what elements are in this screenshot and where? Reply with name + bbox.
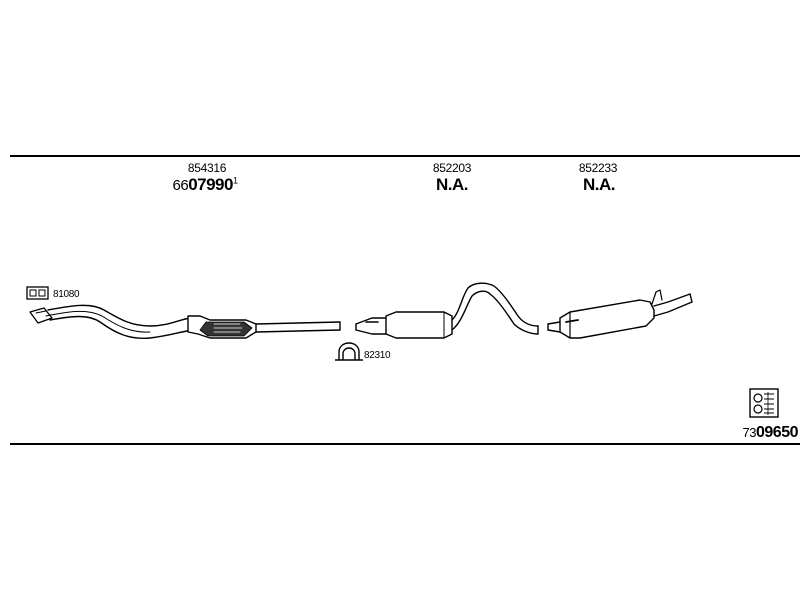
reference-code-prefix: 73 — [742, 425, 757, 440]
front-pipe-with-catalyst — [29, 304, 341, 339]
code-rear: N.A. — [583, 175, 616, 194]
code-front-main: 07990 — [188, 175, 233, 194]
reference-code: 7309650 — [742, 424, 799, 442]
reference-icon — [749, 388, 779, 418]
part-number-front: 854316 — [187, 161, 227, 175]
reference-code-main: 09650 — [756, 424, 799, 441]
code-front-prefix: 66 — [172, 177, 189, 194]
rear-silencer — [547, 289, 693, 339]
top-rule — [10, 155, 800, 157]
bottom-rule — [10, 443, 800, 445]
gasket-number: 81080 — [53, 289, 80, 300]
part-number-middle: 852203 — [432, 161, 472, 175]
code-front-note: 1 — [232, 175, 238, 186]
gasket-icon — [26, 286, 49, 300]
code-middle: N.A. — [436, 175, 469, 194]
middle-silencer — [355, 282, 539, 339]
clamp-number: 82310 — [364, 350, 391, 361]
clamp-icon — [335, 342, 363, 361]
code-front: 66079901 — [173, 175, 238, 195]
part-number-rear: 852233 — [578, 161, 618, 175]
